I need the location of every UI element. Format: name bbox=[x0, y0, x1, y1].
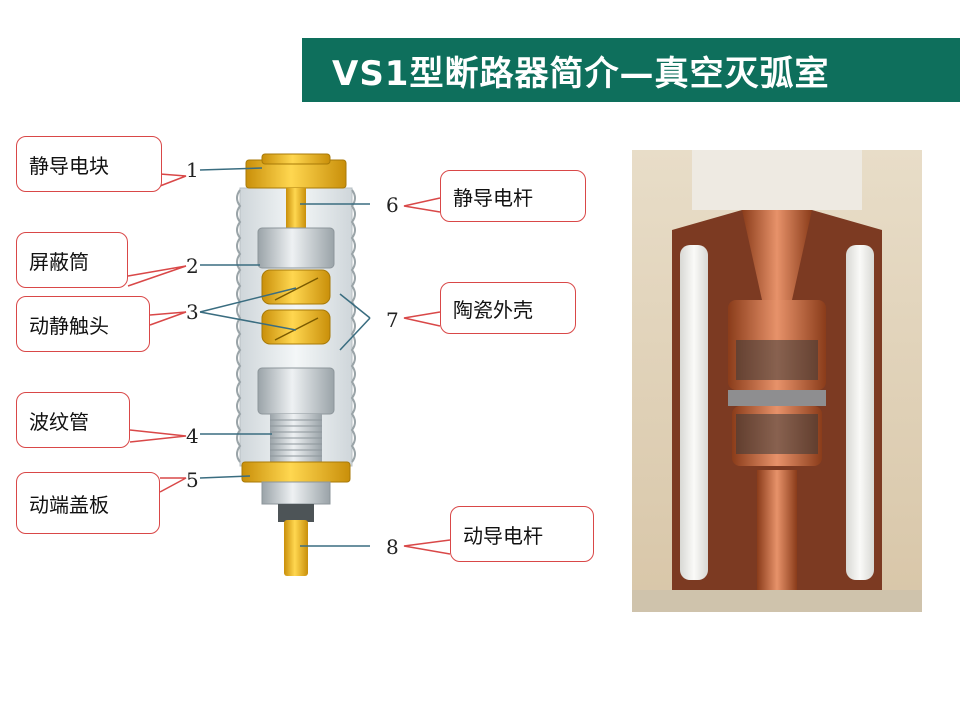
number-5: 5 bbox=[186, 468, 199, 492]
moving-rod bbox=[284, 520, 308, 576]
label-moving-rod: 动导电杆 bbox=[450, 506, 594, 562]
label-moving-end-cover: 动端盖板 bbox=[16, 472, 160, 534]
label-shield-cylinder: 屏蔽筒 bbox=[16, 232, 128, 288]
moving-contact bbox=[262, 310, 330, 344]
label-moving-rod-text: 动导电杆 bbox=[463, 520, 543, 549]
label-contacts-text: 动静触头 bbox=[29, 310, 109, 339]
label-shield-cylinder-text: 屏蔽筒 bbox=[29, 246, 89, 275]
static-rod bbox=[286, 188, 306, 230]
moving-end-cover bbox=[242, 462, 350, 482]
number-8: 8 bbox=[386, 535, 399, 559]
number-1: 1 bbox=[186, 158, 199, 182]
number-4: 4 bbox=[186, 424, 199, 448]
label-ceramic-shell-text: 陶瓷外壳 bbox=[453, 294, 533, 323]
cutaway-photo bbox=[632, 150, 922, 612]
number-3: 3 bbox=[186, 300, 199, 324]
number-6: 6 bbox=[386, 193, 399, 217]
label-static-conductive-block: 静导电块 bbox=[16, 136, 162, 192]
number-7: 7 bbox=[386, 308, 399, 332]
label-moving-end-cover-text: 动端盖板 bbox=[29, 489, 109, 518]
shield-cylinder bbox=[258, 228, 334, 268]
number-2: 2 bbox=[186, 254, 199, 278]
label-bellows-text: 波纹管 bbox=[29, 406, 89, 435]
label-static-rod-text: 静导电杆 bbox=[453, 182, 533, 211]
label-bellows: 波纹管 bbox=[16, 392, 130, 448]
label-contacts: 动静触头 bbox=[16, 296, 150, 352]
label-static-rod: 静导电杆 bbox=[440, 170, 586, 222]
bellows bbox=[270, 414, 322, 464]
static-contact bbox=[262, 270, 330, 304]
label-ceramic-shell: 陶瓷外壳 bbox=[440, 282, 576, 334]
label-static-conductive-block-text: 静导电块 bbox=[29, 150, 109, 179]
